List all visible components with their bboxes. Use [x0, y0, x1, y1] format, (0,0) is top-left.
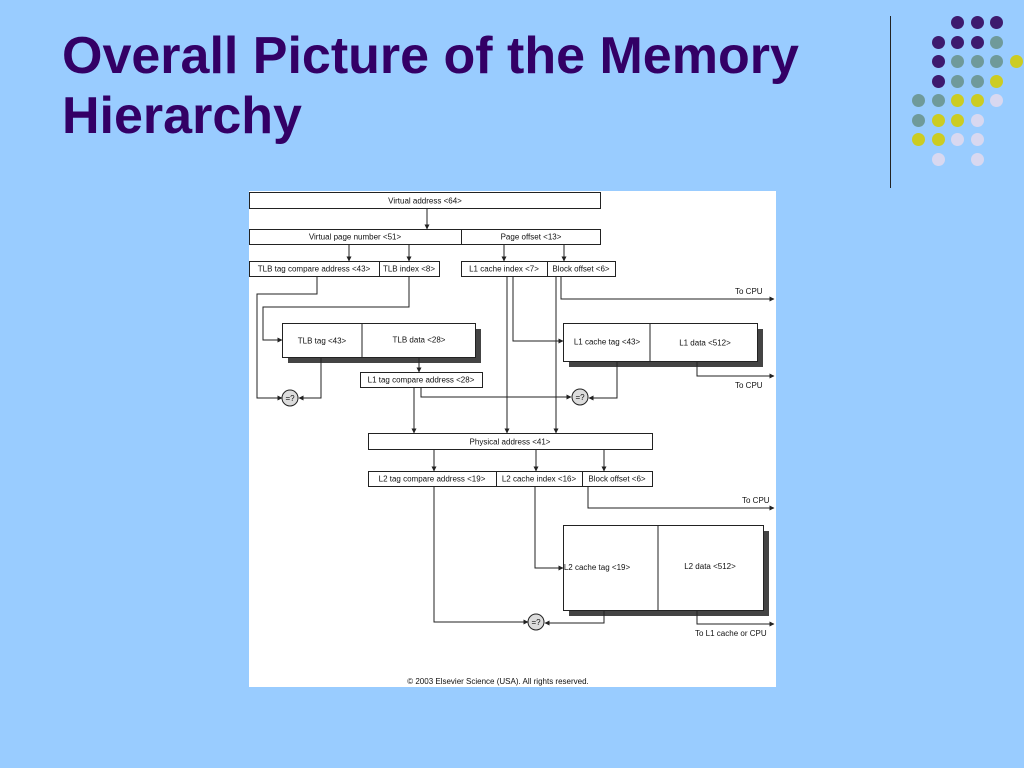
- decorative-dot: [990, 35, 1003, 49]
- decorative-dot: [951, 94, 964, 107]
- tlb-index-box: [379, 261, 440, 277]
- decorative-dot: [931, 74, 945, 88]
- decorative-dot: [970, 133, 984, 146]
- l1-cache-tag-label: L1 cache tag <43>: [574, 338, 641, 347]
- l2-cache-box: [563, 525, 764, 611]
- decorative-dot: [931, 94, 945, 107]
- title-line-1: Overall Picture of the Memory: [62, 27, 799, 85]
- copyright-notice: © 2003 Elsevier Science (USA). All right…: [407, 677, 589, 686]
- virtual-address-box: [249, 192, 601, 209]
- decorative-dot: [951, 16, 964, 29]
- decorative-dot: [951, 55, 964, 68]
- l1-cache-index-label: L1 cache index <7>: [469, 265, 539, 274]
- decorative-dot: [951, 113, 964, 127]
- l2-data-label: L2 data <512>: [684, 562, 736, 571]
- decorative-dot: [951, 74, 964, 88]
- tlb-tag-label: TLB tag <43>: [298, 337, 347, 346]
- decorative-dot: [931, 55, 945, 68]
- tlb-box: [282, 323, 476, 358]
- l2-cache-tag-label: L2 cache tag <19>: [564, 563, 631, 572]
- decorative-dot: [931, 133, 945, 146]
- decorative-divider: [890, 16, 891, 188]
- l2-cache-index-label: L2 cache index <16>: [502, 475, 577, 484]
- decorative-dot: [970, 74, 984, 88]
- decorative-dot: [990, 55, 1003, 68]
- tlb-comparator-label: =?: [285, 394, 295, 403]
- l2-tag-compare-label: L2 tag compare address <19>: [379, 475, 486, 484]
- physical-address-label: Physical address <41>: [470, 438, 551, 447]
- decorative-dot: [990, 16, 1003, 29]
- l1-tag-compare-box: [360, 372, 483, 388]
- decorative-dot: [951, 133, 964, 146]
- l2-comparator-label: =?: [531, 618, 541, 627]
- l1-tag-compare-label: L1 tag compare address <28>: [368, 376, 475, 385]
- page-offset-box: [461, 229, 601, 245]
- tlb-index-label: TLB index <8>: [383, 265, 435, 274]
- virtual-address-label: Virtual address <64>: [388, 197, 462, 206]
- decorative-dot: [990, 74, 1003, 88]
- to-cpu-1-label: To CPU: [735, 287, 763, 296]
- decorative-dot: [931, 152, 945, 166]
- decorative-dot: [951, 35, 964, 49]
- decorative-dot: [970, 35, 984, 49]
- l2-comparator: [527, 613, 545, 631]
- block-offset-2-label: Block offset <6>: [588, 475, 646, 484]
- decorative-dot: [912, 94, 925, 107]
- l1-comparator: [571, 388, 589, 406]
- decorative-dot: [912, 133, 925, 146]
- decorative-dot: [970, 152, 984, 166]
- physical-address-box: [368, 433, 653, 450]
- block-offset-1-label: Block offset <6>: [552, 265, 610, 274]
- decorative-dot: [931, 113, 945, 127]
- to-l1-or-cpu-label: To L1 cache or CPU: [695, 629, 767, 638]
- decorative-dot: [970, 113, 984, 127]
- title-line-2: Hierarchy: [62, 87, 302, 145]
- decorative-dot: [970, 55, 984, 68]
- decorative-dot: [970, 94, 984, 107]
- tlb-data-label: TLB data <28>: [393, 336, 446, 345]
- l1-comparator-label: =?: [575, 393, 585, 402]
- decorative-dot: [931, 35, 945, 49]
- to-cpu-3-label: To CPU: [742, 496, 770, 505]
- tlb-comparator: [281, 389, 299, 407]
- block-offset-2-box: [582, 471, 653, 487]
- decorative-dot: [1009, 55, 1023, 68]
- decorative-dot: [912, 113, 925, 127]
- block-offset-1-box: [547, 261, 616, 277]
- tlb-tag-compare-label: TLB tag compare address <43>: [258, 265, 371, 274]
- l1-data-label: L1 data <512>: [679, 339, 731, 348]
- decorative-dot: [990, 94, 1003, 107]
- l1-cache-box: [563, 323, 758, 362]
- memory-hierarchy-diagram: Virtual address <64> Virtual page number…: [249, 191, 776, 687]
- to-cpu-2-label: To CPU: [735, 381, 763, 390]
- decorative-dot: [970, 16, 984, 29]
- virtual-page-number-label: Virtual page number <51>: [309, 233, 402, 242]
- slide-title: Overall Picture of the Memory Hierarchy: [62, 26, 862, 146]
- page-offset-label: Page offset <13>: [501, 233, 562, 242]
